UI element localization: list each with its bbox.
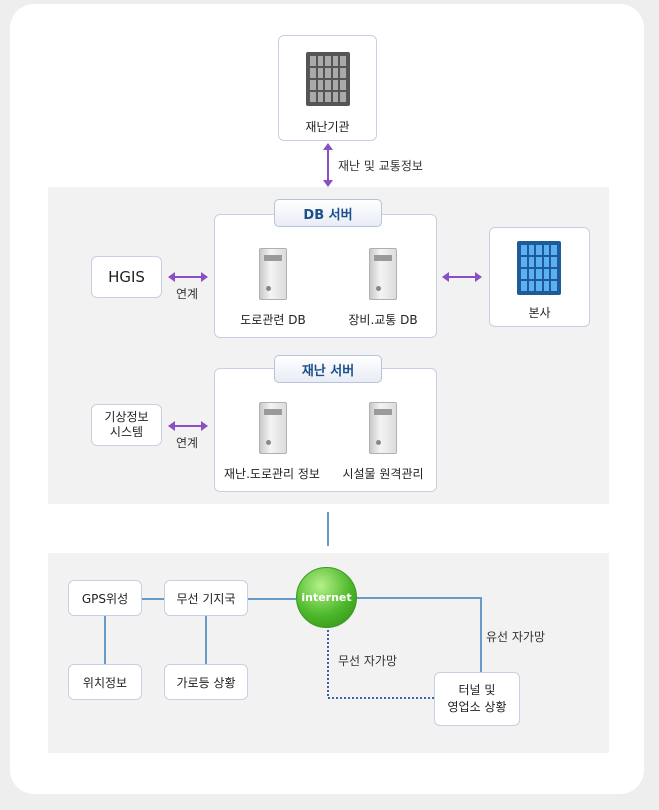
street-light-node: 가로등 상황 (164, 664, 248, 700)
hq-label: 본사 (528, 306, 551, 320)
wireless-dotted-line (327, 626, 436, 699)
building-icon (306, 52, 350, 106)
station-light-line (205, 616, 207, 664)
weather-link-arrow (168, 421, 208, 431)
hgis-node: HGIS (91, 256, 162, 298)
agency-node: 재난기관 (278, 35, 377, 141)
hq-link-arrow (442, 272, 482, 282)
tunnel-node: 터널 및 영업소 상황 (434, 672, 520, 726)
wired-drop-line (480, 597, 482, 672)
band-connector-line (327, 512, 329, 546)
server-icon (369, 402, 397, 454)
server-icon (369, 248, 397, 300)
srv2-label: 시설물 원격관리 (342, 467, 424, 481)
internet-globe-icon: internet (296, 567, 357, 628)
building-icon (517, 241, 561, 295)
server-icon (259, 402, 287, 454)
srv1-label: 재난.도로관리 정보 (224, 467, 320, 481)
gps-station-line (142, 598, 164, 600)
agency-label: 재난기관 (305, 120, 350, 134)
hq-node: 본사 (489, 227, 590, 327)
hgis-link-label: 연계 (176, 287, 199, 301)
disaster-server-title: 재난 서버 (274, 355, 382, 383)
weather-system-node: 기상정보 시스템 (91, 404, 162, 446)
vertical-link-arrow (323, 143, 333, 187)
vertical-link-label: 재난 및 교통정보 (338, 159, 423, 173)
gps-location-line (104, 616, 106, 664)
internet-label: internet (301, 591, 352, 604)
gps-node: GPS위성 (68, 580, 142, 616)
db-server-title: DB 서버 (274, 199, 382, 227)
db2-label: 장비.교통 DB (348, 313, 418, 327)
disaster-server-group (214, 368, 437, 492)
hgis-link-arrow (168, 272, 208, 282)
station-internet-line (248, 598, 296, 600)
wired-net-label: 유선 자가망 (486, 630, 546, 644)
wireless-station-node: 무선 기지국 (164, 580, 248, 616)
wireless-net-label: 무선 자가망 (338, 654, 398, 668)
location-node: 위치정보 (68, 664, 142, 700)
server-icon (259, 248, 287, 300)
db1-label: 도로관련 DB (240, 313, 306, 327)
internet-wired-line (356, 597, 482, 599)
weather-link-label: 연계 (176, 436, 199, 450)
